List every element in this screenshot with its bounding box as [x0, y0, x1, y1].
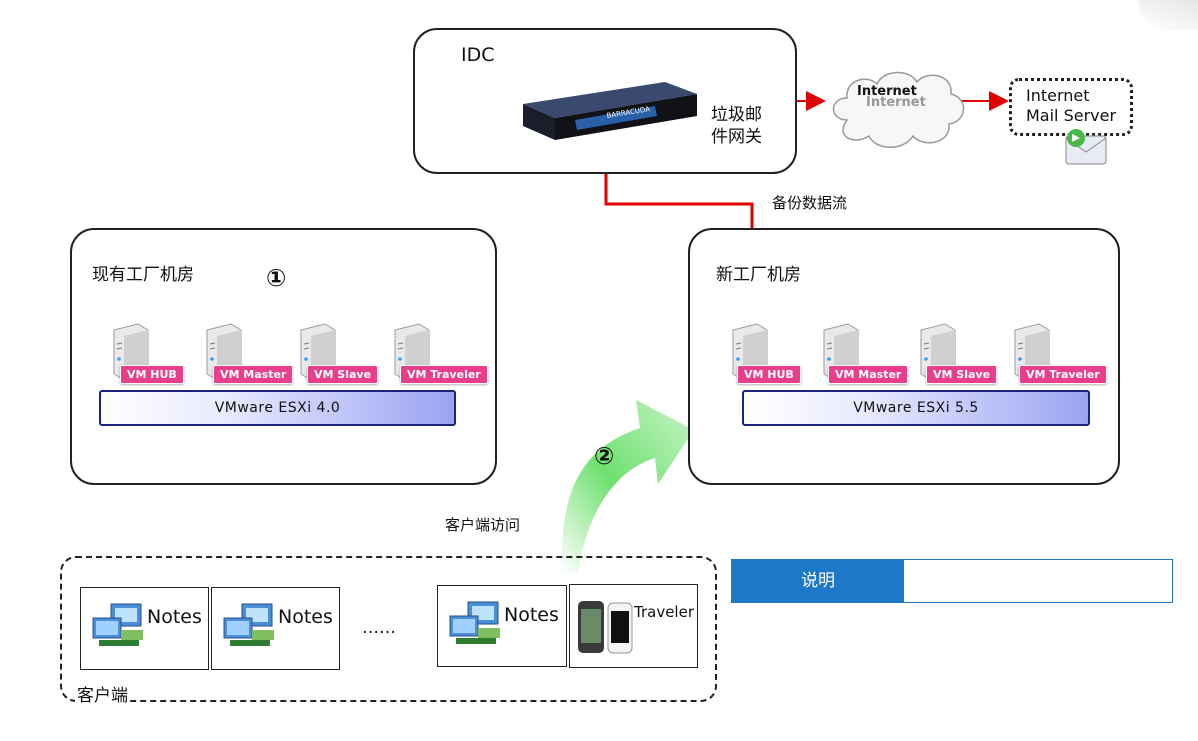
new-hypervisor-bar: VMware ESXi 5.5: [742, 390, 1090, 426]
client-access-label: 客户端访问: [445, 516, 521, 534]
idc-box: IDC BARRACUDA 垃圾邮 件网关: [413, 28, 797, 174]
mail-server-label-line1: Internet: [1026, 86, 1090, 105]
idc-title: IDC: [461, 44, 495, 66]
step-2-marker: ②: [594, 442, 615, 470]
legend-box: 说明: [731, 559, 1173, 603]
legend-header: 说明: [732, 560, 904, 602]
notes-computer-icon: [92, 603, 143, 646]
old-vm-traveler-tag: VM Traveler: [400, 365, 488, 384]
notes-label: Notes: [278, 606, 333, 628]
clients-ellipsis: ……: [362, 618, 396, 638]
step-1-marker: ①: [266, 264, 287, 292]
old-hypervisor-bar: VMware ESXi 4.0: [99, 390, 456, 426]
migration-arrow: [561, 400, 694, 572]
old-vm-slave-tag: VM Slave: [307, 365, 379, 384]
new-vm-slave-tag: VM Slave: [926, 365, 998, 384]
spam-gateway-appliance-icon: BARRACUDA: [523, 82, 697, 140]
notes-client-card: Notes: [211, 587, 340, 670]
gateway-label-line2: 件网关: [711, 127, 762, 147]
new-room-title: 新工厂机房: [716, 265, 801, 285]
new-vm-hub-tag: VM HUB: [737, 365, 801, 384]
backup-flow-label: 备份数据流: [772, 194, 848, 212]
notes-client-card: Notes: [437, 585, 567, 667]
old-vm-master-tag: VM Master: [213, 365, 294, 384]
new-vm-master-tag: VM Master: [828, 365, 909, 384]
notes-label: Notes: [504, 604, 559, 626]
client-group-box: [60, 556, 717, 702]
notes-computer-icon: [223, 603, 274, 646]
notes-label: Notes: [147, 606, 202, 628]
traveler-mobile-card: Traveler: [569, 584, 698, 668]
internet-cloud-icon: [832, 71, 965, 148]
client-group-label: 客户端: [75, 681, 130, 706]
internet-cloud-label-bottom: Internet: [866, 95, 926, 110]
old-vm-hub-tag: VM HUB: [120, 365, 184, 384]
notes-client-card: Notes: [80, 587, 209, 670]
notes-computer-icon: [449, 601, 500, 644]
old-room-title: 现有工厂机房: [92, 265, 194, 285]
mail-envelope-icon: [1065, 129, 1107, 165]
mobile-phones-icon: [578, 601, 633, 654]
new-vm-traveler-tag: VM Traveler: [1019, 365, 1107, 384]
mail-server-label-line2: Mail Server: [1026, 106, 1117, 125]
gateway-label-line1: 垃圾邮: [711, 105, 762, 125]
traveler-label: Traveler: [634, 603, 694, 621]
internet-cloud-label-top: Internet: [857, 84, 917, 99]
